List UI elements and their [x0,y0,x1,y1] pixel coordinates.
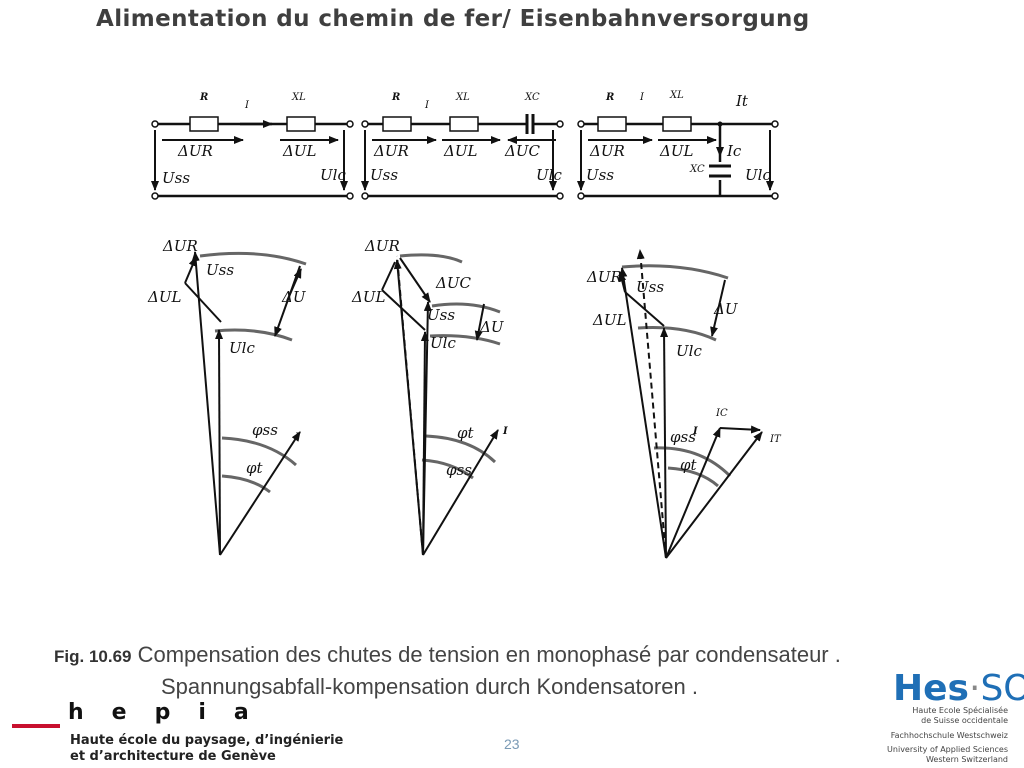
label-dul: ΔUL [147,288,181,306]
diagram-figure: R I XL ΔUR ΔUL Uss Ulc R I XL XC ΔUR ΔUL… [147,90,782,559]
label-dur: ΔUR [589,142,625,160]
label-xl: XL [455,92,470,103]
label-ic: Ic [726,142,742,160]
label-ulc: Ulc [430,334,456,352]
label-i: I [294,432,300,443]
label-uss: Uss [162,169,190,187]
figure-caption: Fig. 10.69 Compensation des chutes de te… [54,640,841,702]
label-phi-t: φt [457,424,475,442]
phasor-diagram-3: ΔUR Uss ΔU ΔUL Ulc IC φss I IT φt [586,249,782,559]
resistor-r [189,116,219,132]
label-ulc: Ulc [536,166,562,184]
label-i: I [639,92,645,103]
label-uss: Uss [427,306,455,324]
label-xc: XC [689,164,705,175]
label-it: It [735,92,749,110]
label-dul: ΔUL [443,142,477,160]
label-dur: ΔUR [364,237,400,255]
label-dul: ΔUL [282,142,316,160]
hepia-logo: hepia [68,700,277,725]
label-ic: IC [715,408,728,419]
label-uss: Uss [586,166,614,184]
circuit-2: R I XL XC ΔUR ΔUL ΔUC Uss Ulc [361,92,564,200]
inductor-xl [286,116,316,132]
label-ulc: Ulc [676,342,702,360]
hes-line-2: de Suisse occidentale [921,716,1008,725]
label-it: IT [769,434,782,445]
page-number: 23 [504,736,520,752]
label-r: R [391,92,400,103]
hes-logo-main: Hes [893,668,969,709]
hes-so-logo: Hes·SO [893,668,1024,709]
label-phi-t: φt [680,456,698,474]
label-uss: Uss [636,278,664,296]
label-i: I [244,100,250,111]
hes-logo-dot: · [968,668,981,709]
label-i: I [692,426,698,437]
label-ulc: Ulc [229,339,255,357]
phasor-diagram-1: ΔUR Uss ΔUL ΔU Ulc φss I φt [147,237,307,556]
label-dur: ΔUR [586,268,622,286]
caption-line-1: Compensation des chutes de tension en mo… [137,642,841,667]
label-uss: Uss [370,166,398,184]
hes-line-1: Haute Ecole Spécialisée [912,706,1008,715]
hes-line-3: Fachhochschule Westschweiz [890,731,1008,740]
label-phi-ss: φss [446,461,472,479]
label-r: R [199,92,208,103]
label-dul: ΔUL [592,311,626,329]
label-dul: ΔUL [659,142,693,160]
label-dul: ΔUL [351,288,385,306]
label-phi-t: φt [246,459,264,477]
hepia-logo-bar [12,724,60,728]
hes-line-4: University of Applied Sciences [887,745,1008,754]
label-xl: XL [669,90,684,101]
hes-line-5: Western Switzerland [925,755,1008,764]
label-du: ΔU [479,318,505,336]
label-du: ΔU [281,288,307,306]
inductor-xl [449,116,479,132]
resistor-r [597,116,627,132]
label-phi-ss: φss [252,421,278,439]
inductor-xl [662,116,692,132]
label-xl: XL [291,92,306,103]
label-dur: ΔUR [177,142,213,160]
slide-title: Alimentation du chemin de fer/ Eisenbahn… [96,6,810,32]
label-xc: XC [524,92,540,103]
label-uss: Uss [206,261,234,279]
label-i: I [502,426,508,437]
hepia-tagline-1: Haute école du paysage, d’ingénierie [70,733,344,748]
circuit-3: R I XL It ΔUR ΔUL Ic XC Uss Ulc [577,90,779,200]
caption-line-2: Spannungsabfall-kompensation durch Konde… [161,674,698,699]
label-du: ΔU [713,300,739,318]
label-duc: ΔUC [504,142,540,160]
label-ulc: Ulc [745,166,771,184]
label-r: R [605,92,614,103]
label-duc: ΔUC [435,274,471,292]
phasor-diagram-2: ΔUR ΔUC ΔUL Uss ΔU Ulc φt I φss [351,237,508,556]
figure-number: Fig. 10.69 [54,647,132,666]
hepia-tagline-2: et d’architecture de Genève [70,749,276,764]
label-dur: ΔUR [373,142,409,160]
label-phi-ss: φss [670,428,696,446]
label-i: I [424,100,430,111]
label-ulc: Ulc [320,166,346,184]
circuit-1: R I XL ΔUR ΔUL Uss Ulc [151,92,354,200]
resistor-r [382,116,412,132]
hes-logo-so: SO [980,668,1024,709]
capacitor-gap [527,114,533,134]
label-dur: ΔUR [162,237,198,255]
